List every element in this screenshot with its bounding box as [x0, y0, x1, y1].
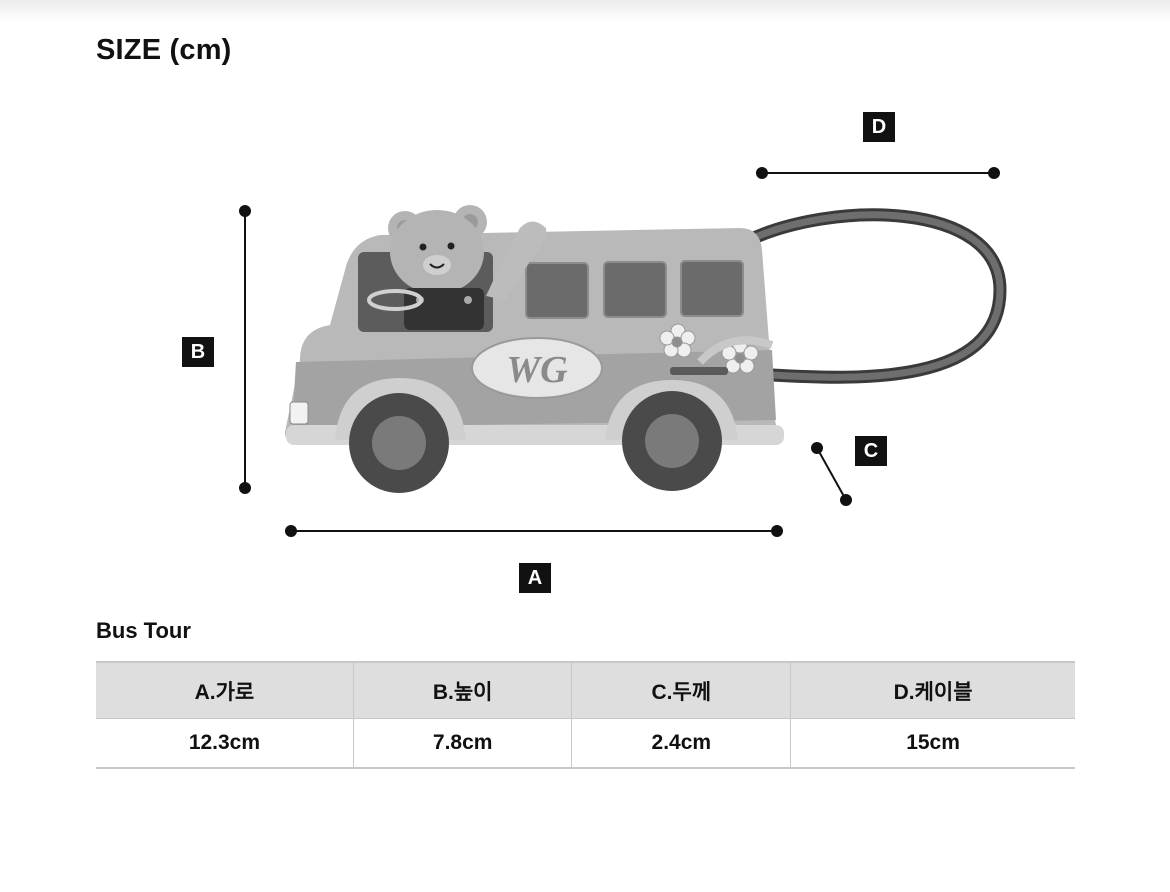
table-header-row: A.가로 B.높이 C.두께 D.케이블: [96, 661, 1075, 719]
table-header-cell: D.케이블: [790, 661, 1075, 719]
flower-icon: [659, 323, 696, 358]
product-name: Bus Tour: [96, 618, 191, 643]
dimension-line-a: [285, 525, 783, 537]
table-cell: 12.3cm: [96, 718, 354, 769]
dimension-label-a: A: [519, 563, 551, 593]
wheel-icon: [349, 393, 449, 493]
table-cell: 7.8cm: [353, 718, 573, 769]
table-row: 12.3cm 7.8cm 2.4cm 15cm: [96, 718, 1075, 769]
dimension-label-d: D: [863, 112, 895, 142]
size-table: A.가로 B.높이 C.두께 D.케이블 12.3cm 7.8cm 2.4cm …: [96, 661, 1075, 769]
dimension-line-c: [811, 442, 852, 506]
table-header-cell: A.가로: [96, 661, 354, 719]
table-cell: 15cm: [790, 718, 1075, 769]
dimension-line-b: [239, 205, 251, 494]
dimension-label-b: B: [182, 337, 214, 367]
dimension-line-d: [756, 167, 1000, 179]
table-cell: 2.4cm: [571, 718, 792, 769]
wg-logo: [471, 337, 603, 399]
svg-text:WG: WG: [506, 349, 568, 391]
bus-illustration: WG: [239, 167, 1007, 537]
table-header-cell: B.높이: [353, 661, 573, 719]
size-diagram: WG: [182, 112, 1007, 593]
bear-driver-icon: [367, 205, 547, 330]
table-header-cell: C.두께: [571, 661, 792, 719]
wheel-icon: [622, 391, 722, 491]
dimension-label-c: C: [855, 436, 887, 466]
top-shade: [0, 0, 1170, 22]
page-title: SIZE (cm): [96, 34, 232, 66]
